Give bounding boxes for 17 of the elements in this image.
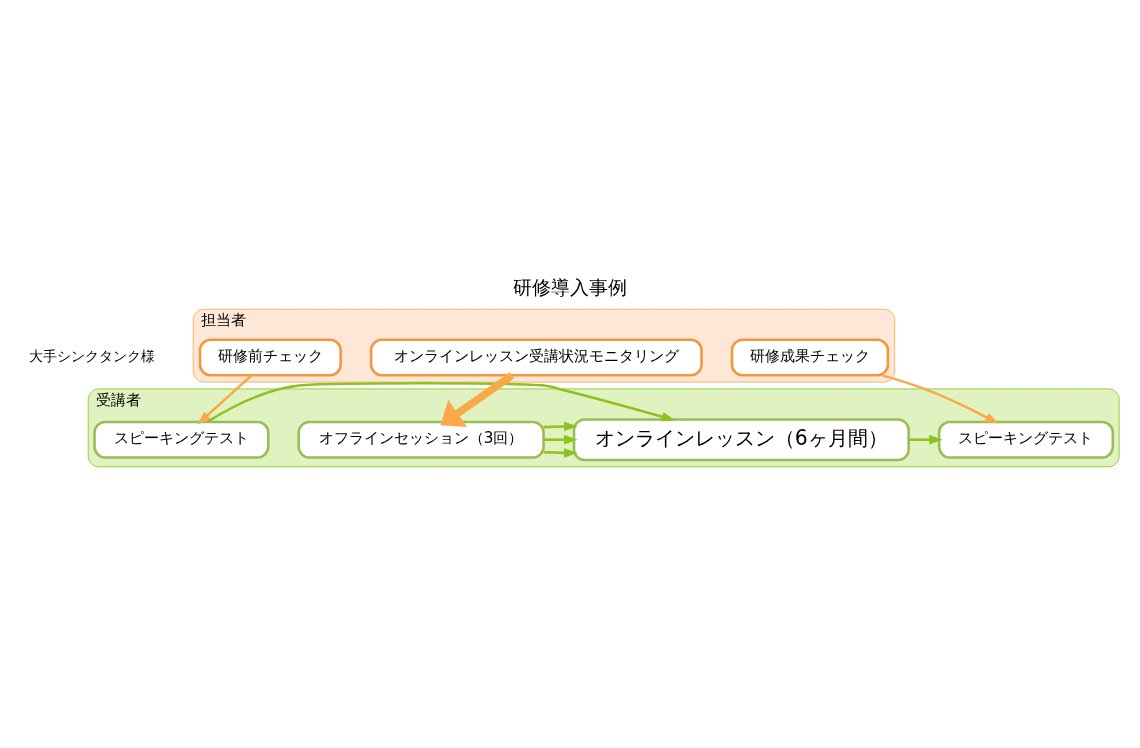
arrow (881, 373, 999, 424)
diagram-title: 研修導入事例 (513, 276, 627, 298)
label: 大手シンクタンク様 (28, 347, 155, 364)
arrow (543, 434, 578, 444)
arrow (206, 381, 676, 423)
arrow (543, 421, 578, 431)
arrow (908, 434, 943, 444)
node-box: オフラインセッション（3回） (297, 420, 545, 459)
node-box: スピーキングテスト (937, 420, 1115, 459)
node-box: 研修前チェック (198, 338, 342, 377)
node-box: 研修成果チェック (730, 338, 890, 377)
node-box: オンラインレッスン（6ヶ月間） (572, 417, 910, 461)
arrow (197, 374, 253, 424)
arrow (543, 447, 578, 458)
node-box: オンラインレッスン受講状況モニタリング (369, 338, 703, 377)
arrow (440, 371, 515, 427)
node-box: スピーキングテスト (93, 420, 270, 459)
